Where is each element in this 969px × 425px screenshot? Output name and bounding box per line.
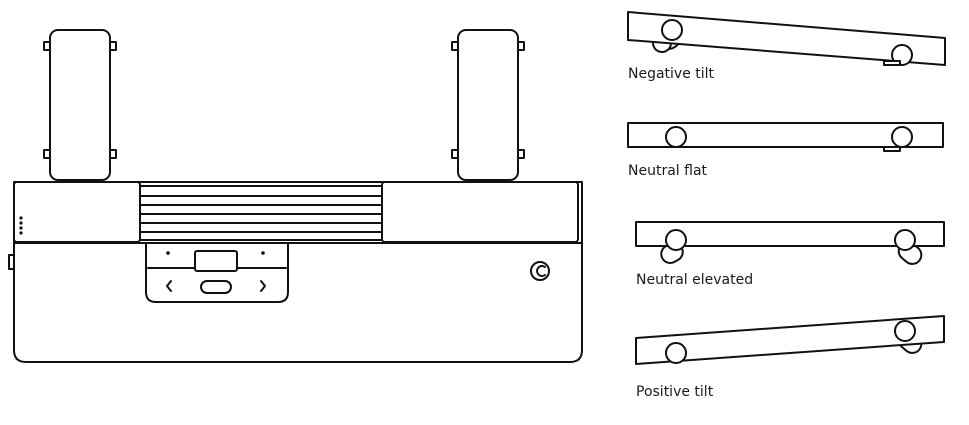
indicator-dots-icon [19,216,23,235]
tilt-diagram-positive [635,315,945,365]
tilt-diagram-neutral-flat [627,122,944,152]
tilt-label-negative: Negative tilt [628,66,715,82]
left-wrist-pad [13,181,141,243]
tilt-label-neutral-elevated: Neutral elevated [636,272,754,288]
right-wrist-pad [381,181,579,243]
control-panel [145,242,289,303]
right-support-leg [451,29,525,181]
tilt-diagram-negative [627,11,946,66]
tilt-diagram-neutral-elevated [635,221,945,265]
center-button [200,280,232,294]
display-screen [194,250,238,272]
contour-c-logo-icon [530,261,550,281]
tilt-label-positive: Positive tilt [636,384,714,400]
nav-left-icon [166,280,172,292]
tilt-label-neutral-flat: Neutral flat [628,163,708,179]
nav-right-icon [260,280,266,292]
left-support-leg [43,29,117,181]
rollerbar [139,185,383,241]
